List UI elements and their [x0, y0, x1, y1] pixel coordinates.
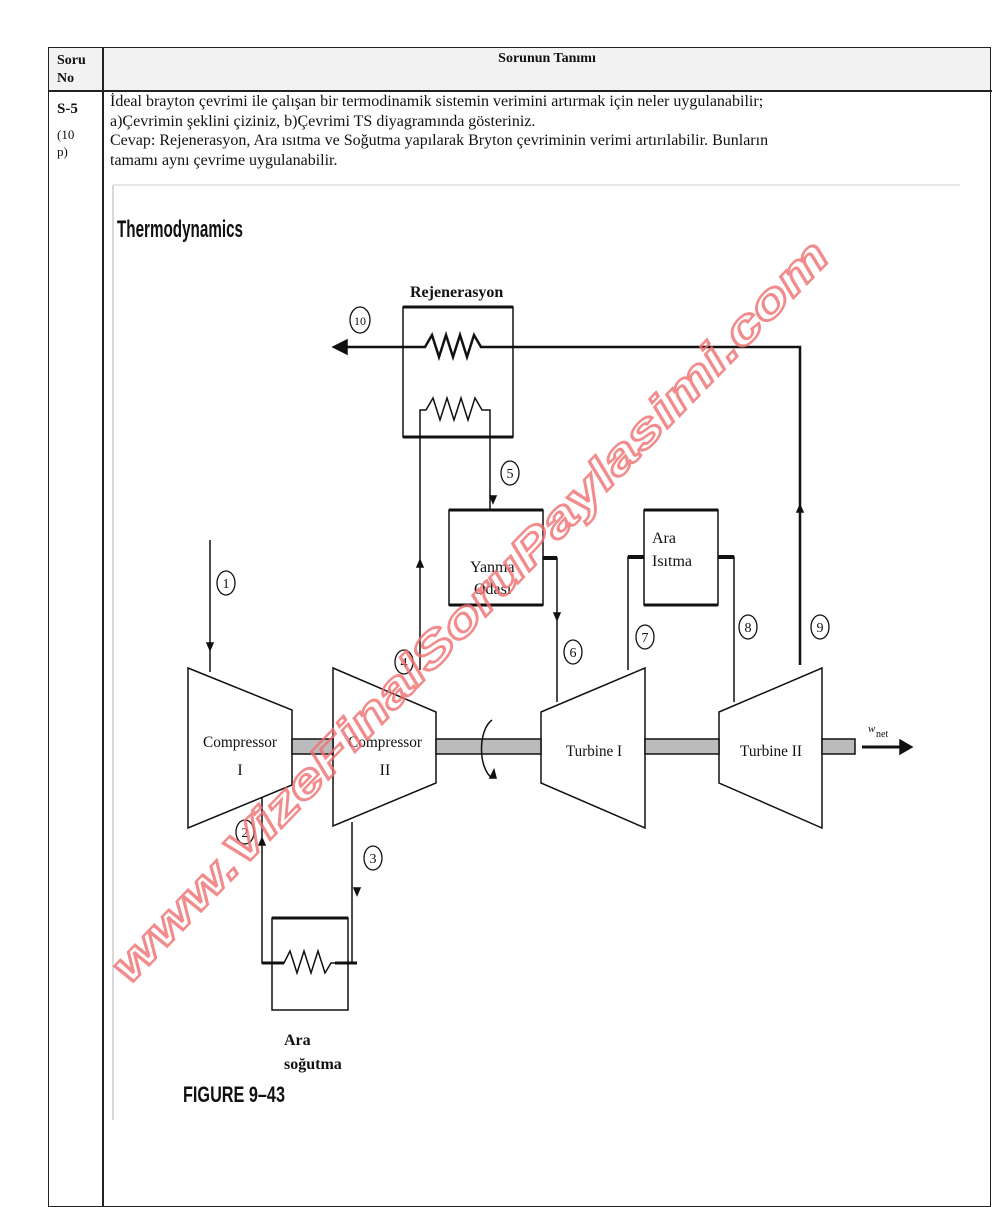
reheat-label-2: Isıtma — [652, 553, 692, 570]
points-line1: (10 — [57, 127, 75, 142]
question-text-2: a)Çevrimin şeklini çiziniz, b)Çevrimi TS… — [110, 112, 536, 130]
turbine-1 — [540, 666, 646, 830]
arrow-left-icon — [331, 338, 348, 356]
rotation-icon — [480, 719, 493, 779]
wnet-subscript: net — [876, 729, 888, 740]
answer-text-1: Cevap: Rejenerasyon, Ara ısıtma ve Soğut… — [110, 132, 769, 149]
exhaust-pipe — [345, 330, 802, 665]
question-text-1: İdeal brayton çevrimi ile çalışan bir te… — [110, 93, 764, 110]
compressor-1 — [187, 666, 293, 830]
state-6: 6 — [570, 646, 577, 661]
wnet-label: w — [868, 723, 876, 735]
compressor-2 — [332, 666, 437, 828]
state-10: 10 — [354, 314, 366, 328]
state-7: 7 — [642, 631, 649, 646]
turbine-2 — [718, 666, 823, 830]
combustion-label-2: Odası — [474, 581, 512, 598]
air-pipe — [419, 395, 491, 670]
regenerator-label: Rejenerasyon — [410, 284, 503, 301]
arrow-right-icon — [899, 738, 914, 756]
state-9: 9 — [817, 621, 824, 636]
question-points: (10 p) — [57, 126, 74, 160]
column-divider — [102, 47, 104, 1207]
state-8: 8 — [745, 621, 752, 636]
state-3: 3 — [370, 852, 377, 867]
header-soru: Soru — [57, 53, 86, 68]
header-divider — [48, 90, 992, 92]
figure-header: Thermodynamics — [117, 216, 243, 243]
state-5: 5 — [507, 467, 514, 482]
question-body: İdeal brayton çevrimi ile çalışan bir te… — [110, 92, 980, 170]
state-2: 2 — [242, 826, 249, 841]
turbine-1-label: Turbine I — [566, 743, 622, 760]
reheat-label-1: Ara — [652, 530, 676, 547]
question-number: S-5 — [57, 101, 78, 117]
compressor-1-label: Compressor — [203, 734, 278, 751]
points-line2: p) — [57, 144, 68, 159]
intercool-label-2: soğutma — [284, 1056, 342, 1073]
figure-caption: FIGURE 9–43 — [183, 1082, 285, 1107]
intercool-label-1: Ara — [284, 1032, 311, 1049]
shaft — [291, 738, 856, 755]
turbine-2-label: Turbine II — [740, 743, 802, 760]
combustion-label-1: Yanma — [470, 559, 515, 576]
state-1: 1 — [223, 577, 230, 592]
compressor-1-number: I — [237, 762, 242, 779]
compressor-2-label: Compressor — [348, 734, 423, 751]
table-header-background — [49, 48, 990, 90]
compressor-2-number: II — [380, 762, 391, 779]
header-soru-no: Soru No — [57, 52, 86, 88]
state-4: 4 — [401, 656, 408, 671]
answer-text-2: tamamı aynı çevrime uygulanabilir. — [110, 151, 338, 169]
header-no: No — [57, 71, 75, 86]
header-sorunun-tanimi: Sorunun Tanımı — [498, 51, 596, 66]
